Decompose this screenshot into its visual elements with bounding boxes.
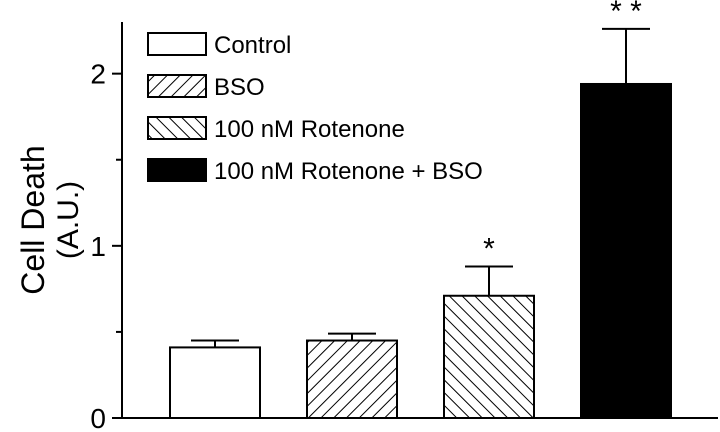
significance-marker: * xyxy=(483,232,495,265)
legend-label: 100 nM Rotenone + BSO xyxy=(214,158,483,185)
legend-swatch xyxy=(147,116,207,140)
legend-label: BSO xyxy=(214,74,265,101)
legend-swatch xyxy=(147,74,207,98)
significance-marker: * * xyxy=(610,0,642,28)
y-tick-label: 1 xyxy=(90,231,106,262)
y-axis-label: Cell Death xyxy=(15,145,51,294)
y-axis-title: Cell Death (A.U.) xyxy=(15,145,85,294)
y-axis-unit: (A.U.) xyxy=(52,181,85,259)
y-tick-label: 0 xyxy=(90,403,106,432)
y-tick-label: 2 xyxy=(90,59,106,90)
bar xyxy=(306,339,398,419)
legend-label: Control xyxy=(214,32,291,59)
bar xyxy=(580,82,672,419)
legend-label: 100 nM Rotenone xyxy=(214,116,405,143)
bar xyxy=(169,346,261,419)
bar xyxy=(443,294,535,420)
bars-layer: * * * xyxy=(169,0,672,420)
legend-swatch xyxy=(147,32,207,56)
legend-swatch xyxy=(147,158,207,182)
